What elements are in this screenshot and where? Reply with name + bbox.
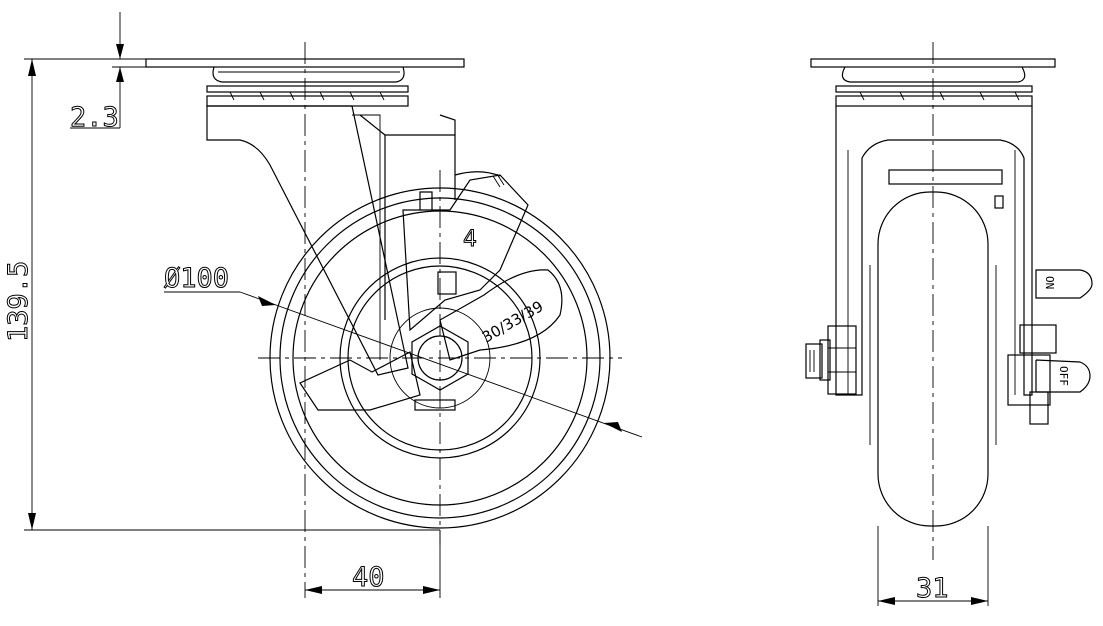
dimension-plate-thickness: 2.3 [70,12,146,134]
front-brake-lever: ON OFF [1007,269,1093,425]
dim-overall-height-label: 139.5 [3,261,34,342]
foot-pedal [299,351,421,411]
fork-leg [206,105,409,376]
front-view: ON OFF [805,42,1093,560]
swivel-bearing [206,66,409,107]
dimension-wheel-width: 31 [877,526,989,606]
brake-on-label: ON [1043,276,1056,289]
brake-lever [402,171,529,332]
dimension-overall-height: 139.5 [3,58,440,531]
front-axle-bolt [805,325,857,395]
brake-size-marking: 30/33/39 [479,297,546,346]
dim-plate-thickness-label: 2.3 [70,102,119,133]
dim-swivel-offset-label: 40 [352,562,385,593]
brake-housing [359,114,456,320]
front-swivel-bearing [835,66,1033,107]
dimension-swivel-offset: 40 [305,530,441,598]
dim-wheel-diameter-label: Ø100 [164,263,229,294]
brake-number-marking: 4 [463,227,477,252]
dim-wheel-width-label: 31 [916,573,949,604]
side-view: 4 30/33/39 [145,42,622,598]
brake-paddle [439,269,563,361]
dimension-wheel-diameter: Ø100 [164,263,643,438]
brake-off-label: OFF [1057,366,1070,386]
front-fork [835,106,1033,396]
